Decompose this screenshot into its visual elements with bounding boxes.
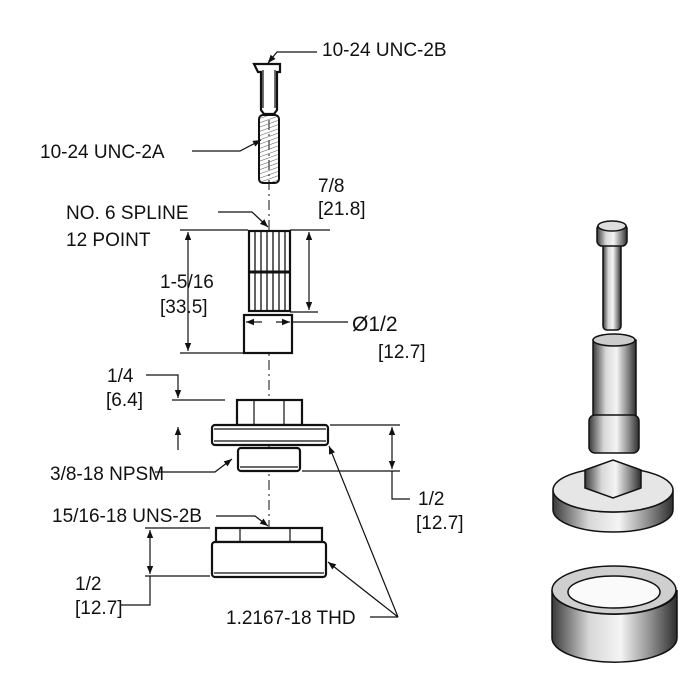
thd-label: 1.2167-18 THD [226,608,356,629]
threaded-stem [258,114,280,184]
nut-height-label: 1/2 [75,574,101,595]
lock-nut [210,526,328,579]
diameter-label: Ø1/2 [352,313,398,336]
body-height-label: 1/2 [418,489,444,510]
spline-length-label: 7/8 [318,176,344,197]
diameter-mm-label: [12.7] [378,342,426,363]
assembly-3d-render [551,220,678,663]
uns-thread-label: 15/16-18 UNS-2B [52,506,202,527]
spline-points-label: 12 POINT [66,230,151,251]
spline-length-mm-label: [21.8] [318,199,366,220]
spline-stem [242,229,294,355]
dimension-lines [120,51,410,618]
nut-height-mm-label: [12.7] [75,598,123,619]
spline-label: NO. 6 SPLINE [66,203,189,224]
stem-thread-label: 10-24 UNC-2A [40,142,165,163]
threaded-insert [252,62,282,116]
hex-height-mm-label: [6.4] [106,390,143,411]
bonnet [210,398,330,473]
stem-length-mm-label: [33.5] [160,297,208,318]
top-thread-label: 10-24 UNC-2B [322,40,447,61]
stem-length-label: 1-5/16 [160,272,214,293]
body-height-mm-label: [12.7] [416,513,464,534]
hex-height-label: 1/4 [107,366,134,387]
npsm-label: 3/8-18 NPSM [50,464,164,485]
